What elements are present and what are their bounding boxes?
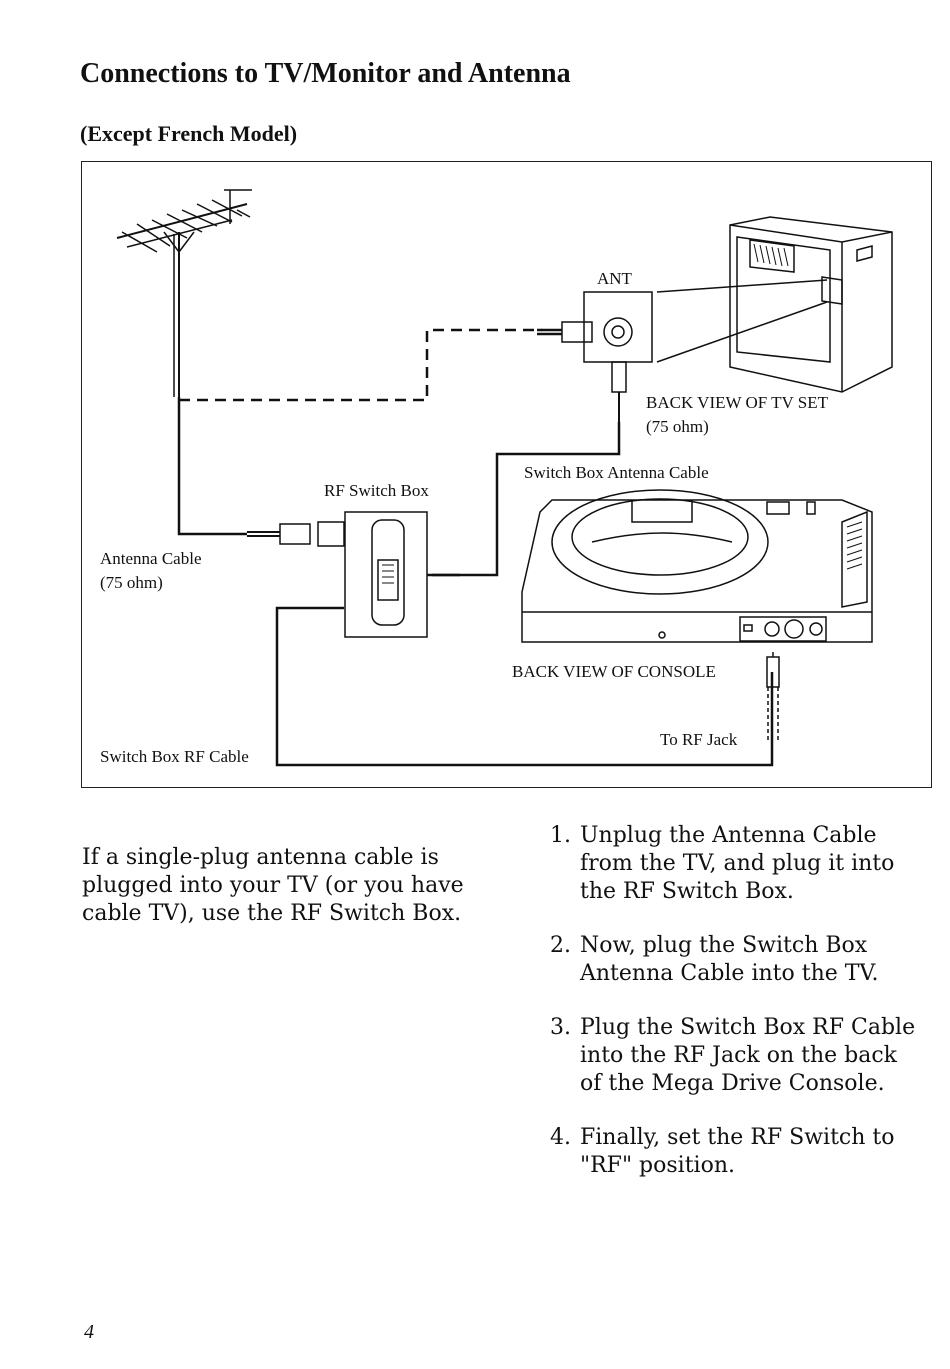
back-view-console-label: BACK VIEW OF CONSOLE <box>512 662 716 681</box>
step-4: 4. Finally, set the RF Switch to "RF" pos… <box>550 1124 925 1180</box>
diagram-illustration <box>116 189 893 767</box>
ant-label: ANT <box>597 269 632 288</box>
rf-plug-icon <box>766 652 780 742</box>
antenna-cable-ohm-label: (75 ohm) <box>100 573 163 592</box>
intro-paragraph: If a single-plug antenna cable is plugge… <box>82 845 464 926</box>
antenna-cable-label: Antenna Cable <box>100 549 202 568</box>
rf-switch-box-icon <box>247 511 460 638</box>
step-text: Finally, set the RF Switch to "RF" posit… <box>580 1125 895 1178</box>
step-2: 2. Now, plug the Switch Box Antenna Cable… <box>550 932 925 988</box>
to-rf-jack-label: To RF Jack <box>660 730 738 749</box>
instruction-steps: 1. Unplug the Antenna Cable from the TV, … <box>550 822 925 1206</box>
rf-switch-box-label: RF Switch Box <box>324 481 429 500</box>
step-number: 4. <box>550 1125 571 1150</box>
antenna-icon <box>116 189 252 397</box>
step-text: Plug the Switch Box RF Cable into the RF… <box>580 1015 916 1096</box>
step-number: 1. <box>550 823 571 848</box>
step-text: Unplug the Antenna Cable from the TV, an… <box>580 823 895 904</box>
back-view-tv-ohm-label: (75 ohm) <box>646 417 709 436</box>
console-icon <box>521 489 873 643</box>
switch-box-rf-cable-label: Switch Box RF Cable <box>100 747 249 766</box>
ant-input-icon <box>537 291 653 422</box>
page-number: 4 <box>84 1321 94 1343</box>
step-text: Now, plug the Switch Box Antenna Cable i… <box>580 933 879 986</box>
switch-box-antenna-cable-label: Switch Box Antenna Cable <box>524 463 709 482</box>
step-1: 1. Unplug the Antenna Cable from the TV, … <box>550 822 925 906</box>
step-number: 2. <box>550 933 571 958</box>
step-number: 3. <box>550 1015 571 1040</box>
tv-set-icon <box>656 216 893 393</box>
page-subtitle: (Except French Model) <box>80 121 298 146</box>
step-3: 3. Plug the Switch Box RF Cable into the … <box>550 1014 925 1098</box>
connection-diagram: ANT BACK VIEW OF TV SET (75 ohm) Switch … <box>81 161 932 788</box>
back-view-tv-label: BACK VIEW OF TV SET <box>646 393 828 412</box>
page-title: Connections to TV/Monitor and Antenna <box>80 58 571 89</box>
